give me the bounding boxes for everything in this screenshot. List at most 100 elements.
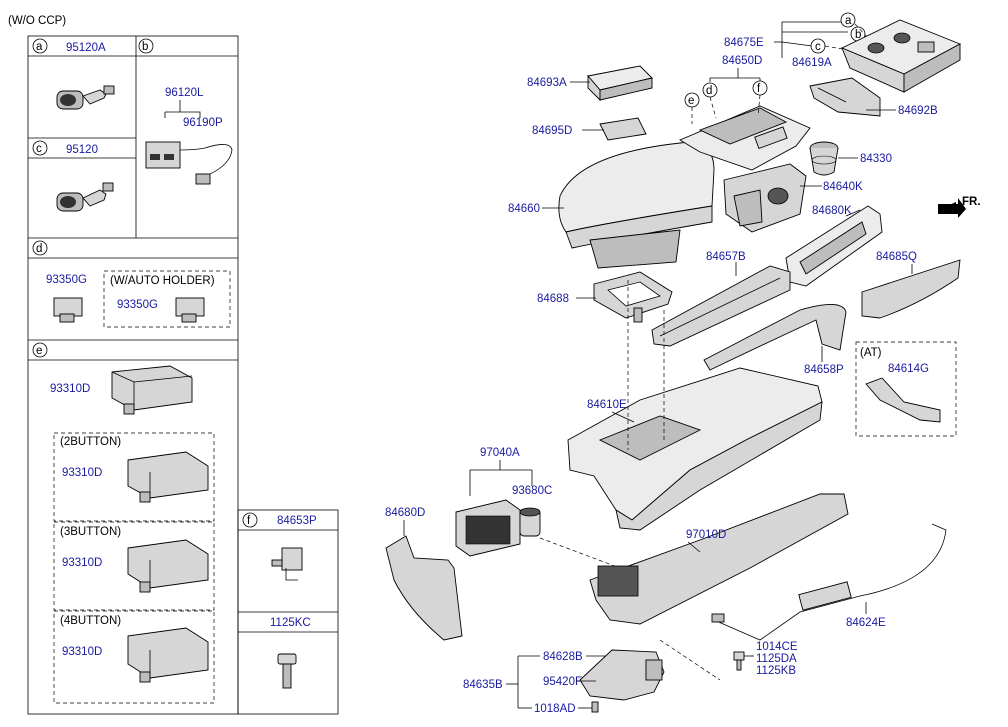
svg-text:c: c bbox=[815, 41, 821, 53]
switch-panel-icon bbox=[127, 539, 209, 593]
svg-text:84658P: 84658P bbox=[804, 364, 844, 376]
front-direction-arrow-icon bbox=[938, 198, 966, 218]
cover-84692B bbox=[809, 77, 881, 117]
header-note: (W/O CCP) bbox=[8, 15, 66, 27]
part-96120L: 96120L bbox=[165, 87, 204, 99]
svg-text:97010D: 97010D bbox=[686, 529, 726, 541]
svg-text:84657B: 84657B bbox=[706, 251, 746, 263]
svg-text:e: e bbox=[36, 345, 42, 357]
svg-text:84692B: 84692B bbox=[898, 105, 938, 117]
svg-text:84614G: 84614G bbox=[888, 363, 929, 375]
variant-box-2button bbox=[53, 432, 215, 522]
svg-text:84685Q: 84685Q bbox=[876, 251, 917, 263]
svg-text:84680K: 84680K bbox=[812, 205, 852, 217]
front-label: FR. bbox=[962, 196, 981, 208]
svg-text:b: b bbox=[855, 29, 861, 41]
svg-text:(2BUTTON): (2BUTTON) bbox=[60, 436, 121, 448]
svg-text:84660: 84660 bbox=[508, 203, 540, 215]
exploded-view: 84693A 84695D 84660 84688 84650D bbox=[385, 12, 981, 715]
tray-84693A bbox=[587, 65, 653, 102]
part-93310D: 93310D bbox=[50, 383, 90, 395]
variant-label: (W/AUTO HOLDER) bbox=[110, 275, 215, 287]
bracket-84628B bbox=[579, 649, 665, 701]
harness-84624E bbox=[711, 523, 947, 641]
svg-text:93310D: 93310D bbox=[62, 467, 102, 479]
variant-box-4button bbox=[53, 610, 215, 704]
svg-text:84628B: 84628B bbox=[543, 651, 583, 663]
legend-cell-d: d 93350G (W/AUTO HOLDER) 93350G bbox=[32, 240, 231, 328]
svg-text:97040A: 97040A bbox=[480, 447, 520, 459]
legend-table bbox=[27, 35, 339, 715]
bracket-84688 bbox=[593, 271, 673, 323]
vent-97040A bbox=[455, 499, 521, 557]
svg-text:84693A: 84693A bbox=[527, 77, 567, 89]
screw-icon bbox=[277, 653, 297, 689]
svg-text:84619A: 84619A bbox=[792, 57, 832, 69]
svg-text:c: c bbox=[36, 143, 42, 155]
bracket-icon bbox=[271, 547, 303, 581]
svg-text:84330: 84330 bbox=[860, 153, 892, 165]
svg-text:93310D: 93310D bbox=[62, 646, 102, 658]
panel-84680K bbox=[785, 205, 883, 287]
cup-84330 bbox=[809, 141, 839, 176]
panel-84685Q bbox=[861, 259, 961, 319]
screw-icon bbox=[591, 701, 599, 713]
panel-84680D bbox=[385, 535, 463, 641]
svg-text:b: b bbox=[142, 41, 148, 53]
svg-text:d: d bbox=[706, 85, 712, 97]
svg-text:(4BUTTON): (4BUTTON) bbox=[60, 615, 121, 627]
power-outlet-icon bbox=[56, 182, 114, 212]
part-96190P: 96190P bbox=[183, 117, 223, 129]
bolt-icon bbox=[733, 651, 745, 671]
svg-text:1125DA: 1125DA bbox=[756, 653, 797, 665]
part-95120: 95120 bbox=[66, 144, 98, 156]
svg-text:84650D: 84650D bbox=[722, 55, 762, 67]
svg-text:84640K: 84640K bbox=[823, 181, 863, 193]
part-84653P: 84653P bbox=[277, 515, 317, 527]
switch-panel-icon bbox=[127, 451, 209, 503]
svg-text:1125KB: 1125KB bbox=[756, 665, 796, 677]
svg-text:84624E: 84624E bbox=[846, 617, 886, 629]
trim-84658P bbox=[703, 304, 847, 371]
svg-text:95420F: 95420F bbox=[543, 676, 582, 688]
switch-icon bbox=[53, 297, 83, 323]
switch-icon bbox=[175, 297, 205, 323]
mat-84695D bbox=[599, 117, 647, 141]
svg-text:(3BUTTON): (3BUTTON) bbox=[60, 526, 121, 538]
svg-text:(AT): (AT) bbox=[860, 347, 882, 359]
legend-cell-a: a 95120A bbox=[32, 38, 115, 110]
svg-text:84695D: 84695D bbox=[532, 125, 572, 137]
switch-panel-icon bbox=[127, 627, 209, 683]
panel-84619A bbox=[840, 19, 962, 93]
part-93350G-variant: 93350G bbox=[117, 299, 158, 311]
svg-text:a: a bbox=[36, 41, 43, 53]
usb-aux-jack-icon bbox=[145, 141, 233, 185]
bracket-84614G bbox=[865, 377, 941, 423]
svg-text:1018AD: 1018AD bbox=[534, 703, 576, 715]
legend-cell-e: e 93310D (2BUTTON) 93310D (3BUTTON) 9331… bbox=[32, 342, 215, 704]
part-1125KC: 1125KC bbox=[270, 617, 311, 629]
panel-84650D bbox=[679, 105, 811, 171]
legend-cell-c: c 95120 bbox=[32, 140, 114, 212]
part-93350G: 93350G bbox=[46, 274, 87, 286]
svg-text:93680C: 93680C bbox=[512, 485, 552, 497]
rail-84657B bbox=[651, 265, 791, 347]
svg-text:84688: 84688 bbox=[537, 293, 569, 305]
console-84610E bbox=[567, 367, 823, 531]
svg-text:f: f bbox=[247, 515, 251, 527]
power-outlet-icon bbox=[56, 85, 115, 110]
switch-panel-icon bbox=[111, 365, 193, 415]
svg-text:93310D: 93310D bbox=[62, 557, 102, 569]
svg-text:d: d bbox=[36, 243, 42, 255]
duct-97010D bbox=[589, 493, 849, 625]
svg-text:84675E: 84675E bbox=[724, 37, 764, 49]
armrest-84660 bbox=[558, 141, 715, 269]
switch-93680C bbox=[519, 507, 541, 537]
variant-box bbox=[103, 270, 231, 328]
legend-cell-f: f 84653P 1125KC bbox=[242, 512, 317, 689]
svg-text:e: e bbox=[688, 95, 694, 107]
variant-box-3button bbox=[53, 521, 215, 611]
svg-text:84610E: 84610E bbox=[587, 399, 627, 411]
holder-84640K bbox=[723, 163, 807, 233]
